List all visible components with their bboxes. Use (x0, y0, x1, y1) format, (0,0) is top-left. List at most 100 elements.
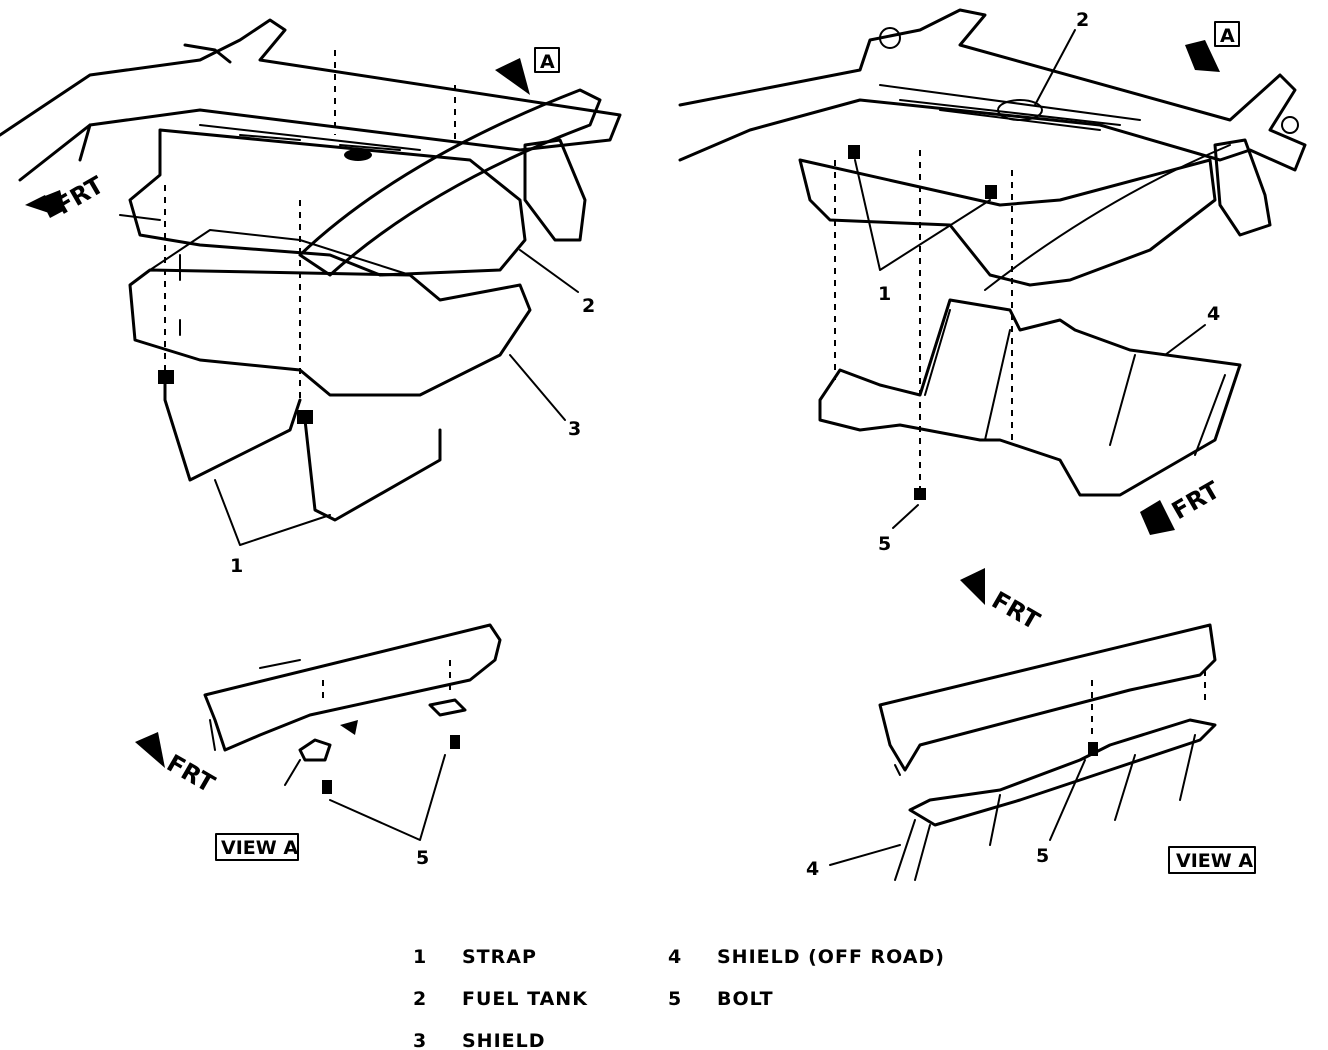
leader-5 (892, 504, 919, 529)
view-arrow-icon (1185, 40, 1220, 72)
frame-bracket-right (1213, 138, 1272, 237)
callout-2: 2 (1076, 9, 1089, 31)
front-arrow-icon (25, 190, 65, 218)
frame-edge (894, 764, 901, 776)
guide-lines (164, 50, 456, 400)
left-view-a: 5 FRT VIEW A (135, 623, 502, 869)
view-marker-box (534, 47, 560, 73)
front-label: FRT (1167, 476, 1225, 526)
frame-bracket-right (523, 138, 587, 242)
tank-ribs (199, 124, 421, 151)
strap-clip (158, 370, 174, 384)
legend-label-1: STRAP (462, 946, 537, 968)
legend-label-3: SHIELD (462, 1030, 546, 1050)
view-label: VIEW A (221, 837, 298, 859)
callout-4: 4 (1207, 303, 1220, 325)
bolt-icon (1088, 742, 1098, 756)
strap-clip (848, 145, 860, 159)
callout-5: 5 (1036, 845, 1049, 867)
guide-lines (834, 150, 1013, 490)
shield-ribs (924, 309, 1226, 456)
strap-clip (985, 185, 997, 199)
cross-member (298, 88, 602, 277)
cross-member (984, 144, 1231, 291)
front-label: FRT (987, 586, 1045, 636)
view-label: VIEW A (1176, 850, 1253, 872)
fuel-tank (128, 128, 527, 277)
left-main-assembly: 1 2 3 FRT A (0, 18, 622, 577)
shield-leg (894, 819, 931, 881)
guide-lines (322, 660, 451, 700)
frame-edge (209, 719, 216, 751)
front-label: FRT (51, 171, 109, 221)
legend-label-2: FUEL TANK (462, 988, 588, 1010)
shield-ribs (989, 734, 1196, 846)
strap-front (163, 373, 302, 482)
front-arrow-icon (960, 568, 985, 605)
callout-5: 5 (416, 847, 429, 869)
leader-4 (1164, 324, 1206, 356)
view-label-box (1168, 846, 1256, 874)
front-arrow-icon (1140, 500, 1175, 535)
guide-lines (1091, 670, 1206, 740)
frame-edge (78, 123, 92, 162)
frame-rail-section (878, 623, 1217, 772)
legend-label-5: BOLT (717, 988, 774, 1010)
bolt-icon (450, 735, 460, 749)
legend-num-5: 5 (668, 988, 682, 1010)
view-marker: A (1220, 25, 1235, 47)
legend-num-1: 1 (413, 946, 427, 968)
frame-hole (1281, 116, 1299, 134)
frame-rail-section (203, 623, 502, 752)
shield-top-edge (149, 229, 411, 276)
frame-rail-right (678, 8, 1307, 172)
leader-1 (214, 479, 331, 546)
legend-num-3: 3 (413, 1030, 427, 1050)
right-view-a: 4 5 FRT VIEW A (806, 568, 1256, 881)
leader-4 (829, 844, 901, 866)
fuel-sender (997, 99, 1043, 121)
off-road-shield (818, 298, 1242, 497)
front-arrow-icon (135, 732, 165, 768)
bolt-icon (914, 488, 926, 500)
frame-edge (259, 659, 301, 669)
fuel-tank (798, 158, 1217, 287)
front-label: FRT (162, 749, 220, 799)
frame-hole (879, 27, 901, 49)
legend-num-2: 2 (413, 988, 427, 1010)
fuel-sender (344, 149, 372, 161)
legend-num-4: 4 (668, 946, 682, 968)
legend-label-4: SHIELD (OFF ROAD) (717, 946, 945, 968)
callout-5: 5 (878, 533, 891, 555)
callout-1: 1 (230, 555, 243, 577)
bolt-icon (322, 780, 332, 794)
callout-4: 4 (806, 858, 819, 880)
view-marker-box (1214, 21, 1240, 47)
leader-2 (1034, 29, 1076, 106)
shield-bracket (428, 698, 467, 717)
leader-1 (854, 159, 991, 271)
frame-bracket (183, 43, 232, 64)
shield-bracket (298, 738, 332, 762)
view-marker: A (540, 51, 555, 73)
leader-3 (509, 354, 566, 421)
right-main-assembly: 1 2 4 5 A FRT (678, 8, 1307, 555)
strap-rear (303, 418, 442, 522)
shield (128, 268, 532, 397)
leader-5 (1049, 759, 1086, 841)
view-arrow-icon (495, 58, 530, 95)
leader-5 (329, 754, 446, 841)
callout-3: 3 (568, 418, 581, 440)
shield-tab-icon (340, 720, 358, 735)
leader-2 (519, 249, 579, 293)
strap-clip (297, 410, 313, 424)
off-road-shield-edge (908, 718, 1217, 827)
tank-flange (119, 214, 161, 221)
bracket-edge (284, 759, 301, 786)
frame-rail-left (0, 18, 622, 182)
callout-1: 1 (878, 283, 891, 305)
callout-2: 2 (582, 295, 595, 317)
legend: 1 STRAP 2 FUEL TANK 3 SHIELD 4 SHIELD (O… (413, 946, 945, 1050)
view-label-box (215, 833, 299, 861)
